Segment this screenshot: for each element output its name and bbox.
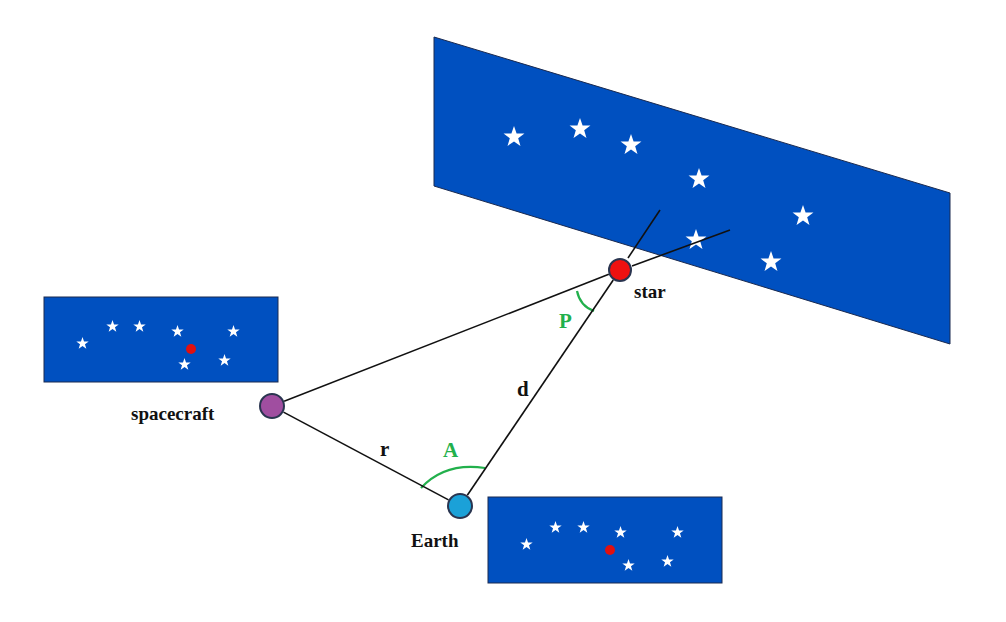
spacecraft-view (44, 297, 278, 382)
earth-dot (447, 493, 473, 519)
earth-view-stars (520, 521, 683, 571)
angle-arcs (421, 291, 594, 488)
distance-label: r (378, 438, 391, 461)
sight-extensions (628, 210, 730, 266)
earth-view (488, 497, 722, 583)
distance-label: d (515, 378, 531, 401)
sight-line (467, 280, 613, 495)
background-stars (504, 118, 814, 271)
spacecraft-dot (259, 393, 285, 419)
spacecraft-view-stars (76, 320, 239, 370)
angle-p: P (557, 310, 574, 333)
star-dot (608, 258, 632, 282)
node-label: star (634, 282, 666, 301)
node-label: spacecraft (131, 404, 214, 423)
node-label: Earth (411, 531, 459, 550)
sight-line (283, 412, 448, 500)
sight-line (284, 274, 609, 401)
sky-panel (434, 37, 950, 344)
angle-a: A (441, 439, 460, 462)
